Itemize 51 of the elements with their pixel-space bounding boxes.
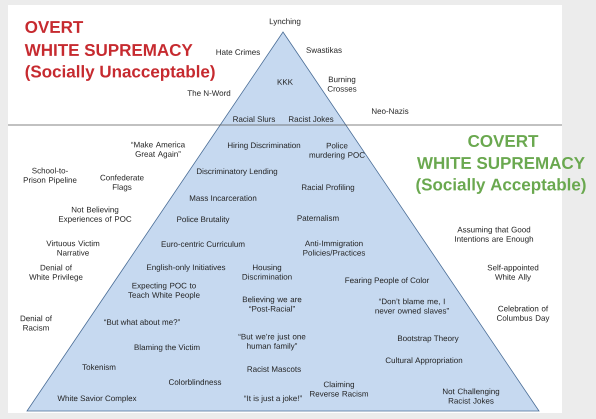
item-text: Racist Mascots [248, 366, 301, 372]
item-text: Bootstrap Theory [398, 335, 459, 343]
item-text: Neo-Nazis [372, 108, 408, 114]
item-text: Colorblindness [168, 379, 222, 385]
item-text: KKK [278, 79, 293, 85]
heading: OVERT [25, 20, 84, 34]
item-text: “But what about me?” [104, 319, 180, 325]
item-text: Confederate Flags [100, 174, 144, 192]
item-text: Hate Crimes [216, 49, 260, 55]
item-text: Not Believing Experiences of POC [58, 206, 132, 224]
item-text: Denial of White Privilege [29, 264, 83, 282]
item-text: “It is just a joke!” [244, 395, 302, 403]
item-text: Claiming Reverse Racism [310, 381, 368, 397]
item-text: Burning Crosses [328, 76, 356, 92]
item-text: “But we’re just one human family” [238, 334, 306, 350]
heading: COVERT [468, 134, 538, 148]
heading: (Socially Unacceptable) [26, 65, 215, 81]
item-text: Expecting POC to Teach White People [128, 282, 200, 300]
item-text: Discriminatory Lending [196, 168, 278, 176]
item-text: Anti-Immigration Policies/Practices [303, 240, 366, 256]
item-text: Fearing People of Color [345, 277, 430, 285]
item-text: “Don’t blame me, I never owned slaves” [375, 298, 449, 314]
item-text: “Make America Great Again” [131, 142, 186, 158]
item-text: The N-Word [187, 90, 230, 96]
item-text: Housing Discrimination [242, 264, 292, 280]
item-text: Assuming that Good Intentions are Enough [455, 226, 534, 244]
item-text: Swastikas [306, 47, 342, 53]
item-text: White Savior Complex [57, 395, 136, 403]
heading: WHITE SUPREMACY [416, 156, 585, 170]
item-text: Not Challenging Racist Jokes [442, 388, 500, 404]
item-text: Racist Jokes [289, 116, 334, 122]
item-text: Celebration of Columbus Day [496, 306, 550, 322]
item-text: Tokenism [82, 364, 116, 370]
heading: (Socially Acceptable) [416, 178, 586, 194]
item-text: School-to-Prison Pipeline [24, 168, 77, 184]
item-text: Euro-centric Curriculum [162, 241, 244, 247]
item-text: Blaming the Victim [134, 344, 200, 352]
item-text: Police Brutality [177, 216, 230, 224]
item-text: Racial Profiling [302, 184, 354, 192]
item-text: Believing we are “Post-Racial” [242, 296, 302, 312]
item-text: English-only Initiatives [147, 264, 226, 272]
item-text: Virtuous Victim Narrative [46, 240, 100, 256]
item-text: Mass Incarceration [190, 195, 256, 201]
heading: WHITE SUPREMACY [24, 44, 193, 56]
item-text: Denial of Racism [20, 315, 52, 331]
item-text: Racial Slurs [233, 116, 276, 122]
item-text: Paternalism [298, 215, 339, 221]
item-text: Self-appointed White Ally [488, 264, 538, 282]
item-text: Police murdering POC [310, 142, 365, 160]
item-text: Hiring Discrimination [228, 142, 300, 150]
item-text: Cultural Appropriation [386, 357, 462, 365]
